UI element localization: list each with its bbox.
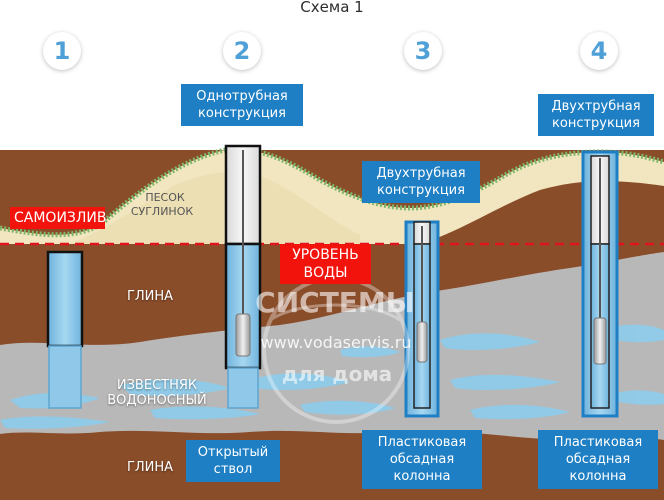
well-1-number-badge: 1 (43, 32, 81, 70)
well-4-type-label-line1: Двухтрубная (551, 99, 641, 114)
well-4 (581, 150, 619, 418)
well-2-caption-line2: ствол (213, 462, 253, 477)
well-4-caption-line2: обсадная (565, 452, 631, 467)
clay-bottom-label: ГЛИНА (126, 460, 174, 475)
well-1 (46, 250, 84, 409)
well-4-number-badge: 4 (580, 32, 618, 70)
water-level-label-line1: УРОВЕНЬ (292, 247, 359, 263)
well-3 (404, 220, 440, 418)
scheme-title: Схема 1 (300, 0, 364, 16)
well-3-caption-line3: колонна (393, 469, 451, 484)
well-1-casing (46, 250, 84, 348)
limestone-label-line1: ИЗВЕСТНЯК (116, 378, 198, 393)
well-4-pump (593, 317, 607, 365)
well-1-open-bore (48, 345, 82, 409)
water-level-label-line2: ВОДЫ (303, 265, 348, 281)
limestone-label: ИЗВЕСТНЯК ВОДОНОСНЫЙ (92, 378, 222, 408)
well-4-caption-line3: колонна (569, 469, 627, 484)
well-3-number-badge: 3 (404, 32, 442, 70)
grass-line (0, 146, 664, 238)
well-2-number-badge: 2 (223, 32, 261, 70)
well-3-caption-line1: Пластиковая (377, 435, 467, 450)
well-3-caption: Пластиковая обсадная колонна (362, 430, 482, 489)
well-3-pump (416, 321, 428, 363)
well-3-type-label: Двухтрубная конструкция (362, 161, 480, 203)
well-3-caption-line2: обсадная (389, 452, 455, 467)
well-4-type-label-line2: конструкция (552, 116, 640, 131)
well-2-pump (235, 313, 251, 357)
artesian-label: САМОИЗЛИВ (10, 207, 107, 229)
well-4-type-label: Двухтрубная конструкция (538, 94, 654, 136)
well-2-type-label: Однотрубная конструкция (181, 84, 303, 126)
sand-inner-shade (70, 172, 360, 244)
well-2-type-label-line2: конструкция (198, 106, 286, 121)
sand-label: ПЕСОК (145, 191, 185, 204)
water-level-label: УРОВЕНЬ ВОДЫ (280, 244, 371, 284)
well-4-caption-line1: Пластиковая (553, 435, 643, 450)
well-4-caption: Пластиковая обсадная колонна (538, 430, 658, 489)
clay-top-label: ГЛИНА (126, 289, 174, 304)
loam-label: СУГЛИНОК (130, 205, 194, 218)
well-3-type-label-line1: Двухтрубная (376, 166, 466, 181)
well-2 (224, 144, 262, 409)
well-2-caption-line1: Открытый (197, 445, 269, 460)
well-2-type-label-line1: Однотрубная (196, 89, 288, 104)
well-2-caption: Открытый ствол (186, 440, 280, 482)
well-2-open-bore (227, 367, 259, 409)
limestone-label-line2: ВОДОНОСНЫЙ (107, 393, 207, 408)
well-3-type-label-line2: конструкция (377, 183, 465, 198)
